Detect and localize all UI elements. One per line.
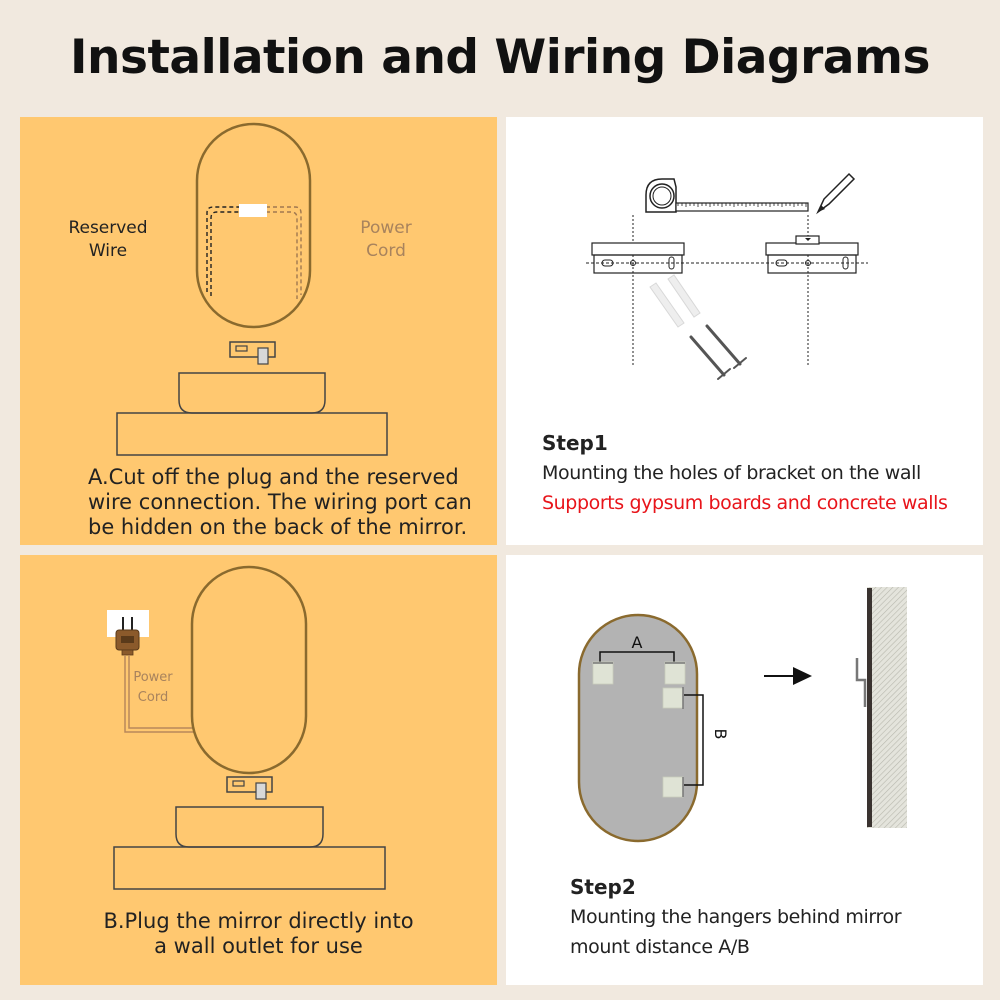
power-cord-label-line1: Power [360, 218, 412, 238]
reserved-wire-label-line1: Reserved [68, 218, 148, 238]
spirit-level-icon [795, 235, 820, 245]
counter-icon [113, 846, 386, 890]
dimension-a-label: A [632, 633, 643, 652]
caption-b-line1: B.Plug the mirror directly into [103, 909, 414, 933]
bracket-right-icon [765, 242, 859, 274]
step1-heading: Step1 [542, 431, 608, 455]
caption-a: A.Cut off the plug and the reserved wire… [88, 465, 488, 540]
step2-description-line2: mount distance A/B [570, 936, 750, 958]
step1-note: Supports gypsum boards and concrete wall… [542, 492, 948, 514]
step2-description-line1: Mounting the hangers behind mirror [570, 906, 902, 928]
step2-heading: Step2 [570, 875, 636, 899]
counter-icon [116, 412, 388, 456]
plug-icon [115, 617, 140, 656]
power-cord-label: Power Cord [124, 668, 182, 708]
step1-description: Mounting the holes of bracket on the wal… [542, 462, 921, 484]
power-cord-label-line2: Cord [366, 241, 406, 261]
pencil-icon [816, 172, 856, 215]
panel-wiring-option-a: Reserved Wire Power Cord A.Cut off the p… [20, 117, 497, 545]
wall-section-icon [867, 587, 907, 828]
tape-measure-icon [645, 178, 809, 213]
caption-a-line1: A.Cut off the plug and the reserved [88, 465, 459, 489]
wiring-diagram-b [107, 565, 386, 890]
reserved-wire-label: Reserved Wire [58, 217, 158, 263]
bracket-left-icon [591, 242, 685, 274]
page-title: Installation and Wiring Diagrams [70, 30, 930, 85]
power-cord-label-line2: Cord [137, 690, 169, 705]
mirror-edge-icon [867, 588, 872, 827]
caption-b: B.Plug the mirror directly into a wall o… [20, 909, 497, 959]
panel-step1: Step1 Mounting the holes of bracket on t… [506, 117, 983, 545]
dimension-b-label: B [711, 729, 730, 740]
caption-a-line2: wire connection. The wiring port can [88, 490, 472, 514]
basin-icon [178, 372, 326, 414]
wiring-diagram-a [116, 122, 388, 456]
mirror-outline-icon [195, 122, 312, 329]
panel-wiring-option-b: Power Cord B.Plug the mirror directly in… [20, 555, 497, 985]
bracket-mounting-diagram [586, 172, 868, 380]
switch-icon [226, 776, 273, 793]
caption-a-line3: be hidden on the back of the mirror. [88, 515, 468, 539]
arrow-right-icon [764, 667, 812, 685]
reserved-wire-label-line2: Wire [88, 241, 128, 261]
wall-anchor-icon [649, 274, 701, 328]
basin-icon [175, 806, 324, 848]
mirror-outline-icon [190, 565, 308, 775]
panel-step2: A B [506, 555, 983, 985]
hanger-icon [592, 661, 686, 798]
caption-b-line2: a wall outlet for use [154, 934, 363, 958]
hanger-mounting-diagram: A B [577, 587, 907, 843]
screw-icon [689, 324, 747, 380]
power-cord-label-line1: Power [133, 670, 173, 685]
power-cord-label: Power Cord [338, 217, 434, 263]
connector-icon [239, 204, 267, 217]
hanger-profile-icon [855, 658, 867, 707]
switch-icon [229, 341, 276, 358]
